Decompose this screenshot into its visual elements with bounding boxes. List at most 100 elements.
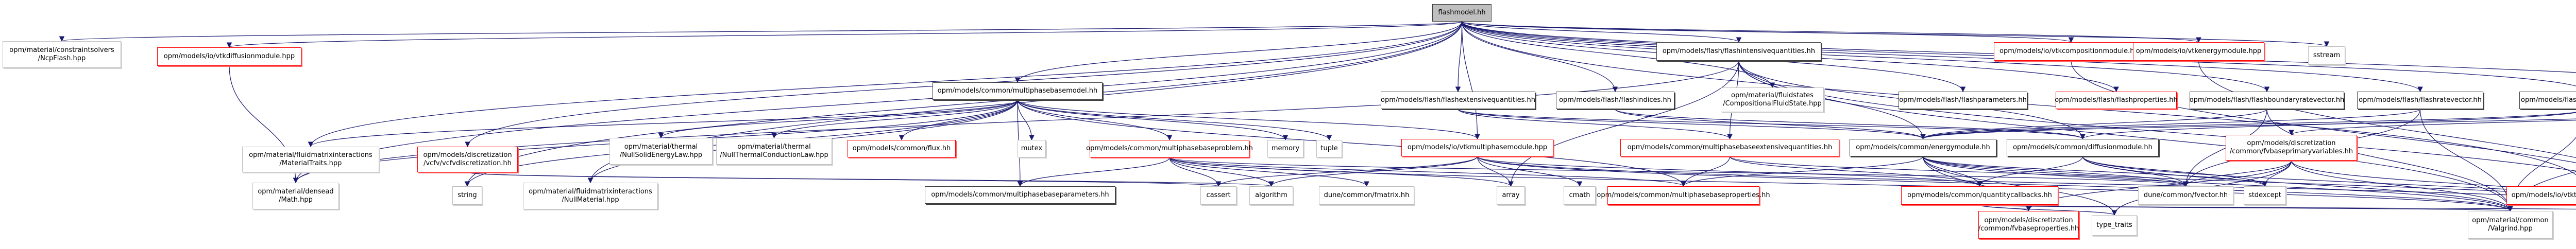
- edge-energymod-to-fvector: [1922, 156, 2189, 187]
- edge-mpbmodel-to-vtkmp: [1017, 99, 1480, 140]
- node-valgrind[interactable]: opm/material/common /Valgrind.hpp: [2468, 211, 2553, 239]
- edge-diffmod-to-fvector: [2082, 156, 2189, 187]
- edge-flashbrv-to-valgrind: [2266, 109, 2513, 212]
- node-vtkmp[interactable]: opm/models/io/vtkmultiphasemodule.hpp: [1401, 139, 1553, 156]
- node-mpbproblem[interactable]: opm/models/common/multiphasebaseproblem.…: [1086, 140, 1253, 157]
- edge-vtkmp-to-valgrind: [1477, 156, 2513, 212]
- edge-fvbasepv-to-valgrind: [2291, 160, 2513, 212]
- edge-qcb-to-valgrind: [1979, 204, 2513, 212]
- node-vcfv[interactable]: opm/models/discretization /vcfv/vcfvdisc…: [417, 147, 518, 172]
- edge-root-to-flashbrv: [1461, 21, 2270, 93]
- node-flashlr[interactable]: opm/models/flash/flashlocalresidual.hh: [2519, 92, 2576, 109]
- node-algorithm[interactable]: algorithm: [1249, 186, 1293, 205]
- edge-root-to-ncpflash: [60, 21, 1463, 42]
- edge-root-to-flashidx: [1461, 21, 1618, 93]
- node-string[interactable]: string: [452, 186, 482, 205]
- node-diffmod[interactable]: opm/models/common/diffusionmodule.hh: [2007, 139, 2159, 156]
- edge-flashintq-to-densead: [293, 60, 1739, 184]
- node-stdexcept[interactable]: stdexcept: [2244, 186, 2286, 205]
- node-tuple[interactable]: tuple: [1316, 140, 1342, 157]
- node-flashparam[interactable]: opm/models/flash/flashparameters.hh: [1899, 92, 2027, 109]
- edge-flashidx-to-diffmod: [1615, 109, 2086, 140]
- edge-root-to-mattraits: [308, 21, 1463, 148]
- node-fvbaseprop[interactable]: opm/models/discretization /common/fvbase…: [1978, 211, 2079, 239]
- node-densead[interactable]: opm/material/densead /Math.hpp: [252, 183, 339, 209]
- edge-root-to-vtkenergy: [1461, 21, 2201, 43]
- node-nullmat[interactable]: opm/material/fluidmatrixinteractions /Nu…: [523, 183, 658, 209]
- edge-mpbproblem-to-valgrind: [1169, 157, 2513, 212]
- edge-diffmod-to-valgrind: [2082, 156, 2513, 212]
- edge-vtkmp-to-cmath: [1477, 156, 1583, 187]
- edge-flashlr-to-diffmod: [2080, 112, 2576, 140]
- edge-root-to-vtkdiff: [227, 21, 1463, 48]
- edge-energymod-to-mathtoolbox: [1922, 156, 2576, 195]
- edge-vtkmp-to-algorithm: [1268, 156, 1478, 187]
- edge-energymod-to-mpbprop: [1681, 156, 1924, 187]
- edge-fvbasepv-to-mathtoolbox: [2291, 160, 2576, 192]
- node-flashidx[interactable]: opm/models/flash/flashindices.hh: [1556, 92, 1674, 109]
- node-flashprop[interactable]: opm/models/flash/flashproperties.hh: [2055, 92, 2178, 109]
- edge-mpbmodel-to-mpbproblem: [1017, 99, 1173, 141]
- node-mutex[interactable]: mutex: [1018, 140, 1046, 157]
- node-memory[interactable]: memory: [1267, 140, 1303, 157]
- edge-energymod-to-typetraits: [1922, 156, 2117, 216]
- edge-diffmod-to-mathtoolbox: [2082, 156, 2576, 194]
- edge-vtkmp-to-array: [1477, 156, 1514, 187]
- node-root[interactable]: flashmodel.hh: [1432, 4, 1492, 22]
- node-nulltherm[interactable]: opm/material/thermal /NullThermalConduct…: [716, 138, 832, 165]
- node-flashbrv[interactable]: opm/models/flash/flashboundaryratevector…: [2190, 92, 2344, 109]
- node-cassert[interactable]: cassert: [1200, 186, 1236, 205]
- edge-energymod-to-stdexcept: [1922, 156, 2268, 187]
- edge-root-to-mpbmodel: [1014, 21, 1463, 83]
- node-flashintq[interactable]: opm/models/flash/flashintensivequantitie…: [1656, 42, 1821, 61]
- edge-mpbproblem-to-algorithm: [1169, 157, 1274, 187]
- edge-vtkmp-to-cassert: [1215, 156, 1478, 187]
- edge-flashpv-to-fvbasepv: [2289, 119, 2576, 136]
- node-array[interactable]: array: [1497, 186, 1525, 205]
- edge-root-to-sstream: [1461, 21, 2329, 47]
- edge-mpbmodel-to-mattraits: [308, 99, 1018, 148]
- node-fvbasepv[interactable]: opm/models/discretization /common/fvbase…: [2226, 135, 2357, 161]
- edge-flashidx-to-energymod: [1615, 109, 1926, 140]
- edge-flashextq-to-mpbextq: [1458, 109, 1733, 140]
- edge-mpbmodel-to-memory: [1017, 99, 1289, 141]
- edge-mpbmodel-to-mpbprop: [1017, 99, 1686, 187]
- node-flashextq[interactable]: opm/models/flash/flashextensivequantitie…: [1381, 92, 1535, 109]
- edge-mpbproblem-to-fmatrix: [1169, 157, 1369, 187]
- node-qcb[interactable]: opm/models/common/quantitycallbacks.hh: [1901, 186, 2058, 205]
- edge-mpbmodel-to-mutex: [1017, 99, 1035, 141]
- edge-mpbproblem-to-mpbprop: [1169, 157, 1686, 187]
- node-compfs[interactable]: opm/material/fluidstates /CompositionalF…: [1721, 87, 1824, 112]
- node-vtkcomp[interactable]: opm/models/io/vtkcompositionmodule.hpp: [1994, 42, 2148, 61]
- edge-energymod-to-valgrind: [1922, 156, 2513, 212]
- node-sstream[interactable]: sstream: [2308, 46, 2345, 65]
- node-flux[interactable]: opm/models/common/flux.hh: [848, 140, 956, 157]
- node-vtkdiff[interactable]: opm/models/io/vtkdiffusionmodule.hpp: [157, 47, 301, 66]
- edge-flashbrv-to-energymod: [1920, 109, 2267, 140]
- node-mpbprop[interactable]: opm/models/common/multiphasebaseproperti…: [1597, 186, 1770, 205]
- node-ncpflash[interactable]: opm/material/constraintsolvers /NcpFlash…: [3, 41, 121, 68]
- node-mpbmodel[interactable]: opm/models/common/multiphasebasemodel.hh: [933, 82, 1103, 100]
- node-nullsolid[interactable]: opm/material/thermal /NullSolidEnergyLaw…: [609, 138, 713, 165]
- node-mpbextq[interactable]: opm/models/common/multiphasebaseextensiv…: [1620, 139, 1839, 156]
- edge-vtkenergy-to-mathtoolbox: [2198, 60, 2576, 158]
- edge-diffmod-to-qcb: [1977, 156, 2083, 187]
- node-mattraits[interactable]: opm/material/fluidmatrixinteractions /Ma…: [242, 147, 379, 172]
- node-flashrv[interactable]: opm/models/flash/flashratevector.hh: [2357, 92, 2483, 109]
- node-vtktemp[interactable]: opm/models/io/vtktemperaturemodule.hpp: [2506, 186, 2576, 205]
- node-typetraits[interactable]: type_traits: [2092, 215, 2137, 236]
- edge-flashintq-to-array: [1508, 60, 1739, 187]
- edge-mpbmodel-to-tuple: [1017, 99, 1332, 141]
- node-mpbparam[interactable]: opm/models/common/multiphasebaseparamete…: [925, 186, 1115, 204]
- edge-mpbextq-to-qcb: [1729, 156, 1982, 187]
- node-vtkenergy[interactable]: opm/models/io/vtkenergymodule.hpp: [2133, 42, 2264, 61]
- node-energymod[interactable]: opm/models/common/energymodule.hh: [1850, 139, 1996, 156]
- node-cmath[interactable]: cmath: [1564, 186, 1596, 205]
- edge-root-to-compfs: [1461, 21, 1775, 88]
- edge-root-to-string: [464, 21, 1463, 187]
- edge-flashrv-to-valgrind: [2419, 109, 2513, 212]
- node-fmatrix[interactable]: dune/common/fmatrix.hh: [1319, 186, 1414, 205]
- node-fvector[interactable]: dune/common/fvector.hh: [2138, 186, 2233, 205]
- edge-vcfv-to-cassert: [467, 172, 1221, 187]
